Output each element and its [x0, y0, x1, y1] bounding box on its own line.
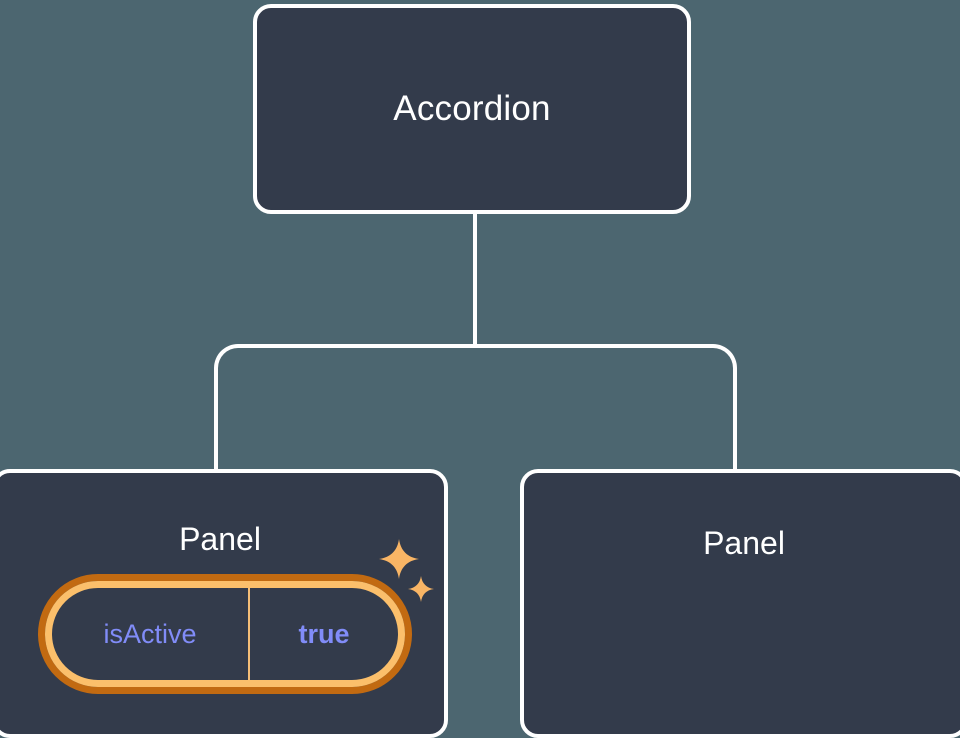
node-panel-right-title: Panel: [703, 525, 785, 561]
node-panel-left[interactable]: Panel isActive true: [0, 469, 448, 738]
prop-key-label: isActive: [103, 618, 197, 649]
prop-pill-is-active-true[interactable]: isActive true: [38, 574, 412, 694]
node-accordion[interactable]: Accordion: [253, 4, 691, 214]
prop-value-label: true: [298, 618, 350, 649]
node-panel-left-title: Panel: [179, 521, 261, 557]
edge-root-to-branch: [473, 211, 477, 348]
prop-value-cell: true: [250, 588, 398, 680]
node-panel-right[interactable]: Panel isActive false: [520, 469, 960, 738]
prop-key-cell: isActive: [52, 588, 250, 680]
sparkle-icon-small: [408, 576, 434, 602]
node-accordion-title: Accordion: [393, 89, 551, 128]
edge-branch-to-panels: [214, 344, 737, 472]
